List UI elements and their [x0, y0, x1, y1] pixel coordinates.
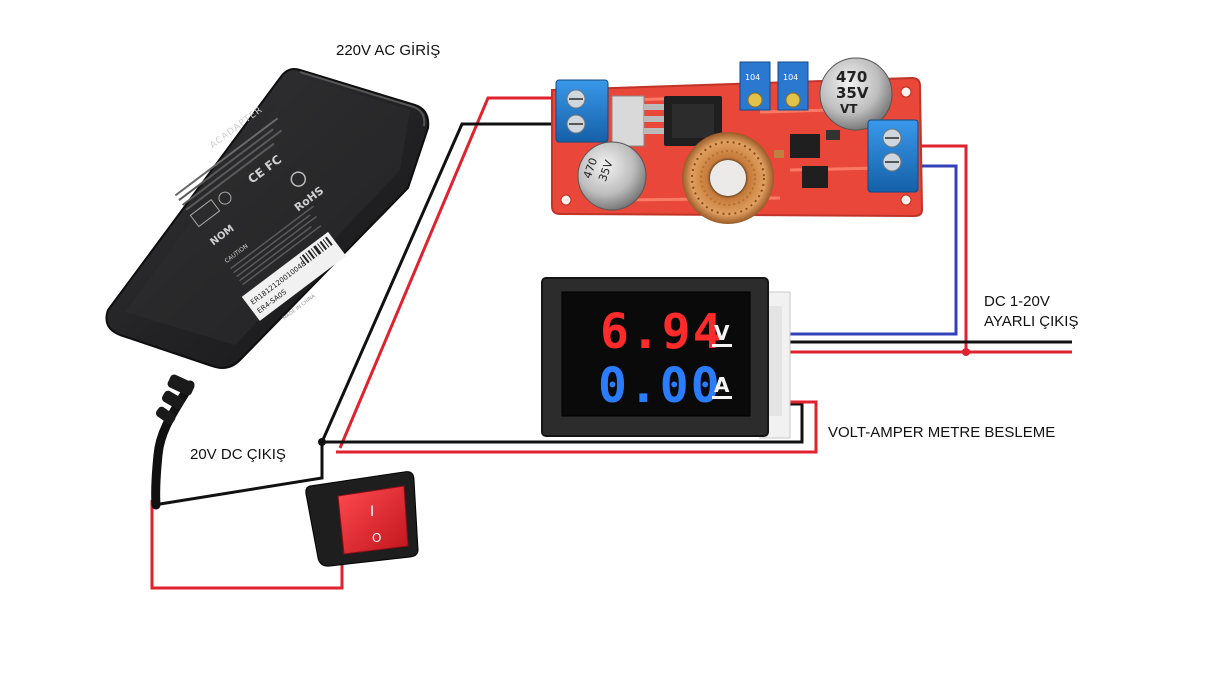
switch-off-symbol: O: [372, 531, 381, 545]
meter-supply-label: VOLT-AMPER METRE BESLEME: [828, 424, 1056, 441]
pot-label-1: 104: [745, 73, 760, 82]
barcode: [299, 236, 333, 266]
ac-adapter: ACADAPTER CE FC NOM RoHS CAUTION: [105, 68, 430, 510]
toroid-inductor: [682, 132, 774, 224]
adjustable-output-label: DC 1-20V AYARLI ÇIKIŞ: [984, 292, 1078, 332]
red-wire-meter-supply: [336, 400, 818, 454]
adjustable-output-line2: AYARLI ÇIKIŞ: [984, 313, 1079, 330]
input-terminal-block: [555, 79, 609, 143]
smd-component: [826, 130, 840, 140]
regulator-ic: [611, 95, 722, 147]
blue-wire-converter-out: [786, 164, 958, 336]
voltage-unit: V: [714, 321, 730, 345]
red-wire-converter-in: [338, 96, 578, 449]
voltage-readout: 6.94: [600, 304, 724, 360]
red-wire-adapter-switch: [150, 500, 344, 590]
large-cap-text-1: 470: [836, 68, 867, 86]
junction-dot: [962, 348, 970, 356]
cable-strain-relief: [155, 374, 195, 425]
smd-component: [774, 150, 784, 158]
potentiometer-1: 104: [739, 61, 771, 111]
dc-dc-converter-board: 470 35V 104 104 470 35V VT: [551, 57, 924, 224]
large-capacitor: 470 35V VT: [819, 57, 893, 131]
dc-output-label: 20V DC ÇIKIŞ: [190, 446, 286, 463]
switch-rocker: [337, 485, 409, 555]
black-wire-meter-supply: [322, 402, 804, 444]
pot-label-2: 104: [783, 73, 798, 82]
output-terminal-block: [867, 119, 919, 193]
switch-on-symbol: I: [370, 504, 374, 520]
ac-input-label: 220V AC GİRİŞ: [336, 42, 441, 59]
junction-dot: [318, 438, 326, 446]
rocker-switch: I O: [305, 471, 419, 567]
meter-screen: [561, 291, 751, 417]
potentiometer-2: 104: [777, 61, 809, 111]
large-cap-text-3: VT: [840, 102, 858, 116]
small-capacitor: 470 35V: [577, 141, 647, 211]
adjustable-output-line1: DC 1-20V: [984, 293, 1050, 310]
large-cap-text-2: 35V: [836, 84, 869, 102]
current-readout: 0.00: [598, 358, 722, 414]
wiring: [150, 96, 1072, 590]
smd-ic: [802, 166, 828, 188]
current-unit: A: [714, 373, 730, 397]
volt-amp-meter: 6.94 V 0.00 A: [541, 277, 791, 439]
smd-ic: [790, 134, 820, 158]
red-wire-converter-out: [914, 144, 968, 352]
